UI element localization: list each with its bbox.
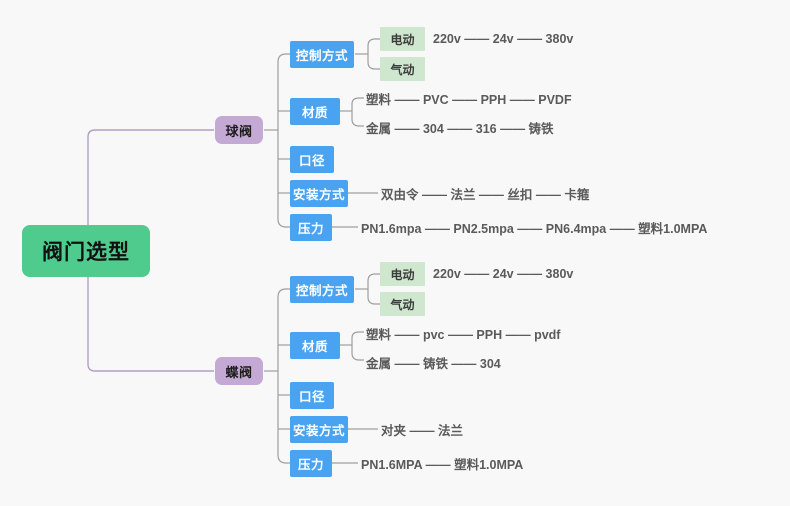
category-label: 压力 [297,458,324,472]
leaf-row-plastic-ball: 塑料 —— PVC —— PPH —— PVDF [366,90,572,107]
leaf-chain-electric-butterfly: 220v —— 24v —— 380v [433,266,573,282]
leaf-chain-pressure-butterfly: PN1.6MPA —— 塑料1.0MPA [361,455,524,472]
mode-label: 电动 [390,32,415,47]
category-label: 安装方式 [292,424,345,438]
category-label: 口径 [298,154,325,168]
category-node-control-mode-ball[interactable]: 控制方式 [290,41,354,68]
category-node-install-mode-butterfly[interactable]: 安装方式 [290,416,348,443]
category-label: 控制方式 [295,49,348,63]
category-label: 口径 [298,390,325,404]
mode-label: 气动 [390,297,415,312]
leaf-chain-text: 双由令 —— 法兰 —— 丝扣 —— 卡箍 [381,187,590,202]
leaf-chain-text: 220v —— 24v —— 380v [433,32,574,46]
category-node-pressure-butterfly[interactable]: 压力 [290,450,332,477]
leaf-row-text: 塑料 —— pvc —— PPH —— pvdf [366,327,561,342]
category-label: 安装方式 [292,188,345,202]
leaf-row-metal-ball: 金属 —— 304 —— 316 —— 铸铁 [366,119,554,136]
mode-label: 气动 [390,62,415,77]
leaf-row-plastic-butterfly: 塑料 —— pvc —— PPH —— pvdf [366,325,561,342]
category-label: 控制方式 [295,284,348,298]
leaf-chain-text: PN1.6MPA —— 塑料1.0MPA [361,457,524,472]
root-label: 阀门选型 [42,241,130,264]
leaf-row-text: 金属 —— 铸铁 —— 304 [366,356,501,371]
mode-node-electric-ball[interactable]: 电动 [380,27,425,51]
branch-label: 球阀 [225,123,253,139]
leaf-chain-pressure-ball: PN1.6mpa —— PN2.5mpa —— PN6.4mpa —— 塑料1.… [361,219,708,236]
root-node[interactable]: 阀门选型 [22,225,150,277]
category-node-material-butterfly[interactable]: 材质 [290,332,340,359]
leaf-chain-text: 对夹 —— 法兰 [381,423,463,438]
leaf-chain-install-ball: 双由令 —— 法兰 —— 丝扣 —— 卡箍 [381,185,590,202]
category-node-control-mode-butterfly[interactable]: 控制方式 [290,276,354,303]
leaf-row-text: 塑料 —— PVC —— PPH —— PVDF [366,92,572,107]
branch-label: 蝶阀 [225,364,253,380]
leaf-chain-text: PN1.6mpa —— PN2.5mpa —— PN6.4mpa —— 塑料1.… [361,221,708,236]
leaf-chain-electric-ball: 220v —— 24v —— 380v [433,31,573,47]
leaf-row-metal-butterfly: 金属 —— 铸铁 —— 304 [366,354,501,371]
branch-node-butterfly-valve[interactable]: 蝶阀 [215,357,263,385]
category-label: 压力 [297,222,324,236]
category-node-material-ball[interactable]: 材质 [290,98,340,125]
mode-node-pneumatic-butterfly[interactable]: 气动 [380,292,425,316]
branch-node-ball-valve[interactable]: 球阀 [215,116,263,144]
leaf-chain-install-butterfly: 对夹 —— 法兰 [381,421,463,438]
leaf-row-text: 金属 —— 304 —— 316 —— 铸铁 [366,121,554,136]
mode-node-pneumatic-ball[interactable]: 气动 [380,57,425,81]
category-node-pressure-ball[interactable]: 压力 [290,214,332,241]
category-label: 材质 [301,106,328,120]
category-node-install-mode-ball[interactable]: 安装方式 [290,180,348,207]
mode-node-electric-butterfly[interactable]: 电动 [380,262,425,286]
category-node-diameter-butterfly[interactable]: 口径 [290,382,334,409]
category-node-diameter-ball[interactable]: 口径 [290,146,334,173]
leaf-chain-text: 220v —— 24v —— 380v [433,267,574,281]
mode-label: 电动 [390,267,415,282]
category-label: 材质 [301,340,328,354]
